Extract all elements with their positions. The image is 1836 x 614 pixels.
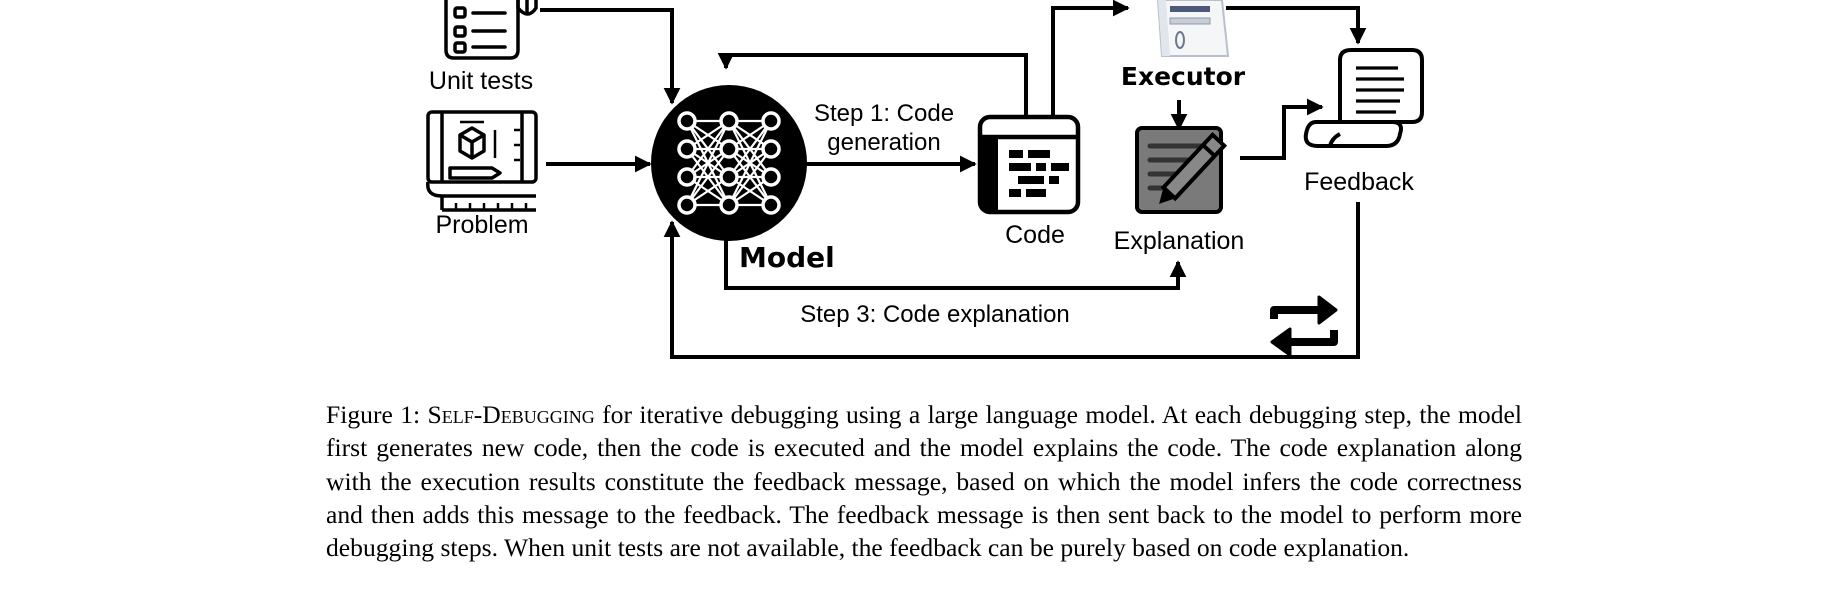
feedback-label: Feedback: [1304, 168, 1414, 196]
code-label: Code: [1005, 221, 1065, 249]
figure-caption: Figure 1: Self-Debugging for iterative d…: [326, 398, 1522, 564]
step3-label: Step 3: Code explanation: [800, 301, 1070, 328]
nn-node: [719, 195, 739, 215]
step1-label-line2: generation: [827, 129, 940, 156]
nn-node: [761, 167, 781, 187]
scroll-icon: [1303, 48, 1424, 148]
caption-prefix: Figure 1:: [326, 400, 421, 429]
arrow-code-to-executor: [1051, 0, 1130, 116]
nn-node: [677, 111, 697, 131]
server-icon: [1156, 0, 1230, 57]
nn-edge: [686, 148, 730, 206]
nn-edge: [728, 120, 772, 178]
model-label: Model: [739, 241, 835, 274]
arrow-explanation-to-feedback: [1240, 98, 1324, 160]
nn-edge: [686, 120, 730, 178]
arrow-step3-model-to-explanation: [724, 240, 1187, 290]
nn-node: [761, 195, 781, 215]
code-window-icon: [977, 114, 1081, 215]
connectors: [540, 0, 1367, 359]
executor-label: Executor: [1121, 62, 1246, 91]
unit-tests-label: Unit tests: [429, 67, 533, 95]
arrow-feedback-loop-to-model: [663, 202, 1360, 359]
nn-node: [719, 167, 739, 187]
step1-label-line1: Step 1: Code: [814, 100, 954, 127]
problem-label: Problem: [435, 211, 528, 239]
explanation-label: Explanation: [1114, 227, 1245, 255]
nn-node: [677, 139, 697, 159]
notepad-pencil-icon: [1135, 126, 1228, 214]
nn-edge: [728, 148, 772, 206]
nn-node: [677, 167, 697, 187]
nn-node: [719, 111, 739, 131]
arrow-unit-tests-to-model: [540, 8, 681, 105]
caption-method-name: Self-Debugging: [427, 400, 595, 429]
nn-edge: [728, 120, 772, 206]
nn-node: [677, 195, 697, 215]
nn-node: [761, 139, 781, 159]
nn-edge: [686, 120, 730, 206]
nn-node: [761, 111, 781, 131]
blueprint-icon: [426, 110, 538, 212]
arrow-executor-to-feedback: [1226, 6, 1367, 45]
repeat-icon: [1270, 295, 1338, 357]
caption-text: for iterative debugging using a large la…: [326, 400, 1522, 563]
nn-node: [719, 139, 739, 159]
checklist-icon: [444, 0, 538, 60]
self-debugging-diagram: Unit tests Problem Model Step 1: Code ge…: [426, 0, 1424, 359]
arrow-code-back-to-model: [717, 52, 1028, 116]
neural-network-icon: [651, 85, 807, 241]
